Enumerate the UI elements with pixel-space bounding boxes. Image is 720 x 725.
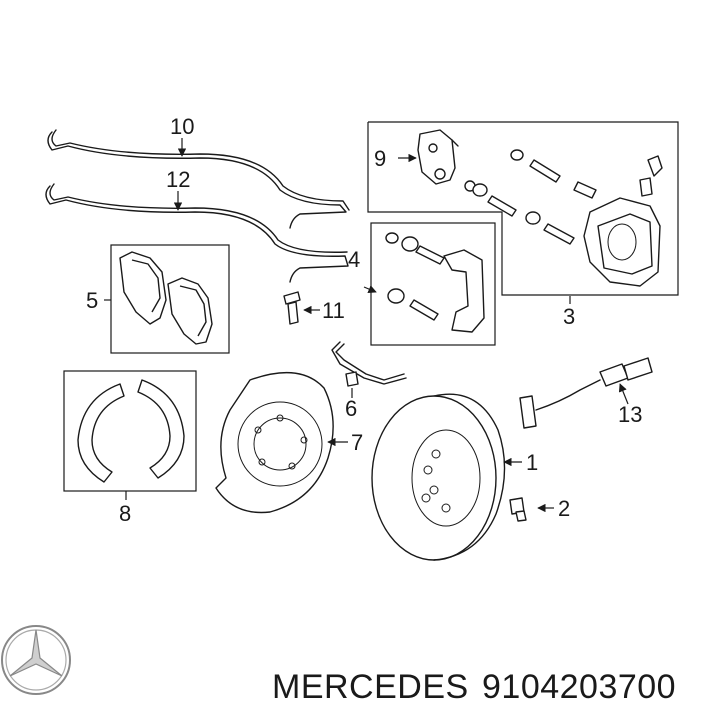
callout-12: 12 (166, 167, 190, 192)
brake-pads-5 (119, 251, 213, 345)
brake-line-12 (45, 183, 349, 283)
caliper-3 (583, 155, 663, 287)
callout-11: 11 (322, 298, 345, 323)
box-3 (367, 121, 679, 296)
callout-10: 10 (170, 114, 194, 139)
callout-6: 6 (345, 396, 357, 421)
brake-shoes-8 (77, 379, 185, 483)
callout-7: 7 (351, 430, 363, 455)
brake-disc-1 (371, 393, 506, 561)
leader-4 (363, 285, 377, 293)
callout-8: 8 (119, 501, 131, 526)
caliper-bracket-9 (417, 129, 459, 185)
brake-line-10 (47, 129, 350, 229)
callout-9: 9 (374, 146, 386, 171)
guide-pins (464, 149, 597, 245)
callout-13: 13 (618, 402, 642, 427)
brand-name: MERCEDES (272, 668, 469, 706)
brake-hose-6 (331, 341, 407, 387)
disc-bolt-2 (509, 497, 527, 522)
dust-shield-7 (215, 371, 334, 514)
callout-5: 5 (86, 288, 98, 313)
wear-sensor-13 (519, 357, 653, 429)
callout-1: 1 (526, 450, 538, 475)
box-4 (370, 222, 496, 346)
mercedes-star-logo (1, 625, 71, 695)
callout-4: 4 (348, 247, 360, 272)
callout-2: 2 (558, 496, 570, 521)
callout-3: 3 (563, 304, 575, 329)
part-number: 9104203700 (482, 668, 676, 706)
box-5 (110, 244, 230, 354)
box-8 (63, 370, 197, 492)
carrier-kit-4 (385, 232, 485, 333)
bleeder-screw-11 (283, 291, 301, 325)
leader-13 (618, 383, 629, 405)
